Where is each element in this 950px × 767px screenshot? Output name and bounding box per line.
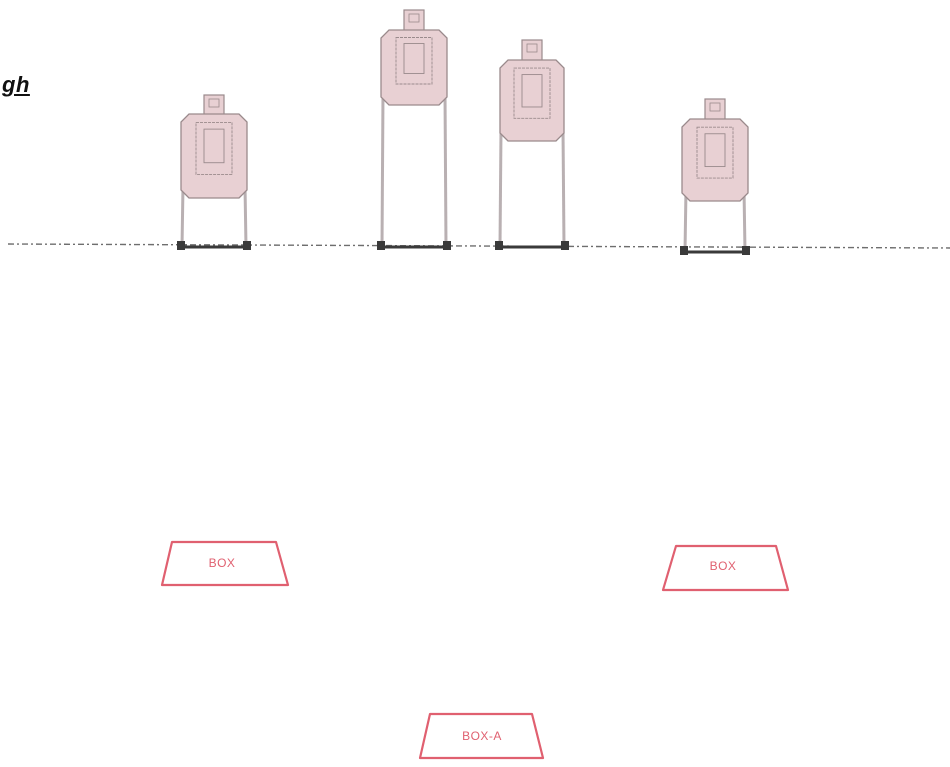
target-c-zone [195, 121, 233, 175]
target-body [180, 113, 248, 199]
stand-leg-right [243, 185, 248, 248]
box-right: BOX [661, 544, 790, 592]
stage-title-fragment: gh [2, 72, 30, 97]
stand-foot-left [177, 241, 185, 250]
box-label: BOX [710, 559, 737, 573]
stand-leg-left [683, 188, 688, 253]
target-head-zone [526, 43, 538, 53]
stand-foot-right [742, 246, 750, 255]
stand-foot-left [680, 246, 688, 255]
box-outline [661, 544, 790, 592]
target-4 [680, 98, 750, 255]
stand-foot-left [377, 241, 385, 250]
target-body [499, 59, 565, 142]
stand-foot-right [561, 241, 569, 250]
target-head-zone [709, 102, 721, 112]
stand-leg-right [561, 128, 566, 248]
target-c-zone [395, 37, 433, 85]
target-a-zone [203, 128, 225, 164]
target-3 [495, 39, 569, 250]
target-head-zone [208, 98, 220, 108]
stand-leg-left [380, 92, 385, 248]
stand-leg-right [443, 92, 448, 248]
target-1 [177, 94, 251, 250]
stand-foot-left [495, 241, 503, 250]
stand-leg-left [498, 128, 503, 248]
box-outline [160, 540, 290, 587]
fault-line [7, 243, 950, 249]
stand-foot-right [243, 241, 251, 250]
stand-leg-right [742, 188, 747, 253]
target-c-zone [696, 126, 734, 179]
box-label: BOX [209, 556, 236, 570]
box-label: BOX-A [462, 729, 502, 743]
box-left: BOX [160, 540, 290, 587]
stand-foot-right [443, 241, 451, 250]
target-body [681, 118, 749, 202]
target-a-zone [704, 133, 726, 168]
target-head-zone [408, 13, 420, 23]
target-c-zone [513, 67, 551, 119]
target-2 [377, 9, 451, 250]
box-outline [418, 712, 545, 760]
target-a-zone [521, 74, 543, 108]
target-body [380, 29, 448, 106]
box-a: BOX-A [418, 712, 545, 760]
stand-leg-left [180, 185, 185, 248]
target-a-zone [403, 43, 425, 74]
